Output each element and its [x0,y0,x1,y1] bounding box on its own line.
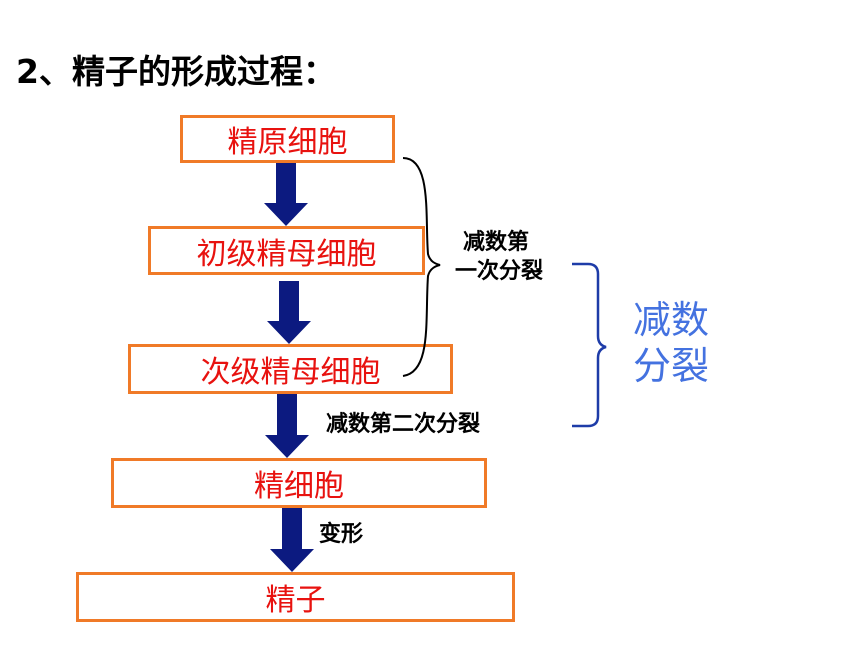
meiosis-label-line2: 分裂 [633,344,710,389]
spermatogonium-label: 精原细胞 [227,125,348,160]
arrow-down-icon [270,508,314,572]
arrow-down-icon [267,281,311,344]
meiosis-one-label-line1: 减数第 [463,230,530,255]
secondary-spermatocyte-label: 次级精母细胞 [200,355,381,390]
spermatid-label: 精细胞 [254,469,344,504]
meiosis-label-line1: 减数 [633,298,710,342]
meiosis-label: 减数 分裂 [633,297,709,390]
secondary-spermatocyte-box: 次级精母细胞 [128,344,453,394]
primary-spermatocyte-box: 初级精母细胞 [148,226,425,275]
meiosis-brace [572,262,607,428]
meiosis-one-label: 减数第 一次分裂 [455,229,543,286]
sperm-label: 精子 [265,583,326,618]
meiosis-one-label-line2: 一次分裂 [455,258,544,284]
spermatid-box: 精细胞 [111,458,487,508]
sperm-box: 精子 [76,572,515,622]
arrow-down-icon [265,394,309,458]
primary-spermatocyte-label: 初级精母细胞 [196,236,377,272]
arrow-down-icon [264,163,308,226]
slide-title: 2、精子的形成过程： [16,52,336,91]
transformation-label: 变形 [319,522,364,547]
meiosis-two-label: 减数第二次分裂 [326,412,481,437]
spermatogonium-box: 精原细胞 [180,115,395,163]
